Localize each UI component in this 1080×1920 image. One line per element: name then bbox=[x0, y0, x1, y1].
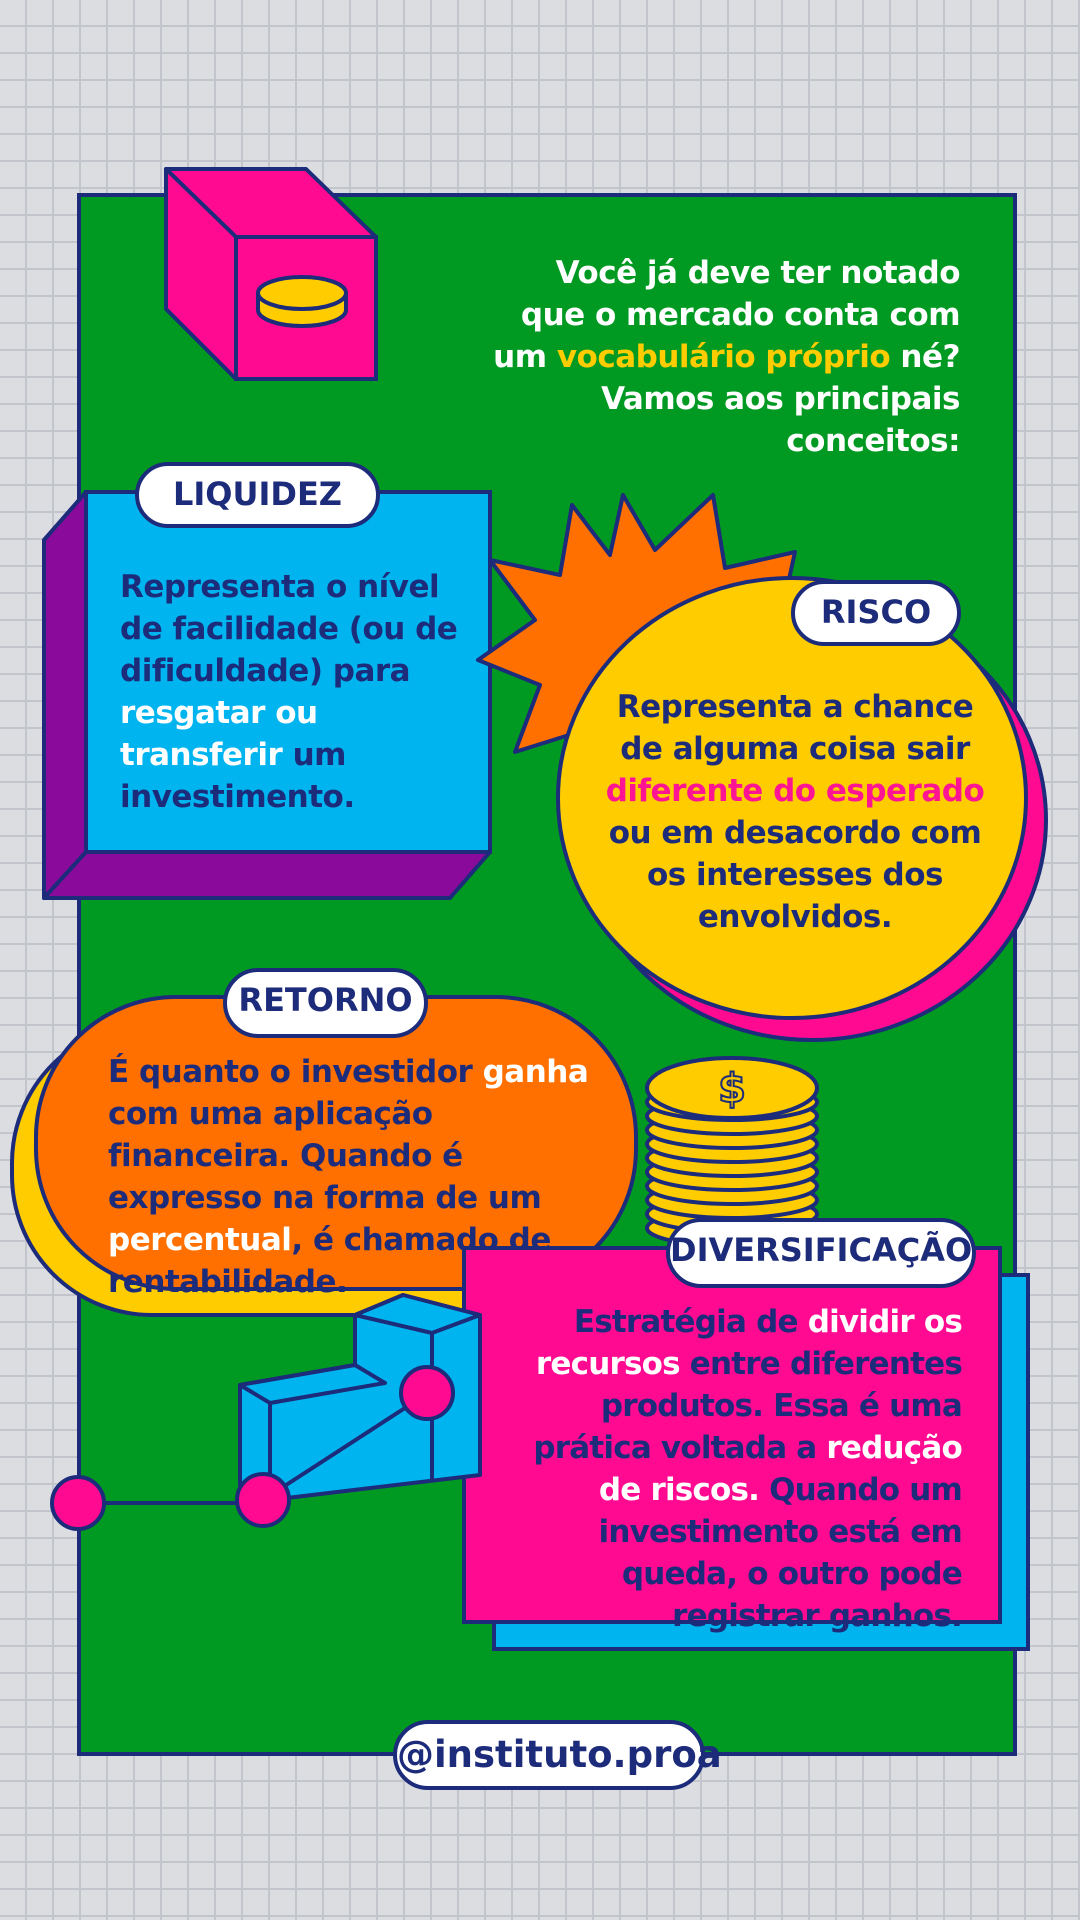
retorno-text: É quanto o investidor ganha com uma apli… bbox=[108, 1051, 608, 1303]
retorno-text-mid: com uma aplicação financeira. Quando é e… bbox=[108, 1096, 542, 1216]
diversificacao-title: DIVERSIFICAÇÃO bbox=[666, 1218, 976, 1288]
diversificacao-text: Estratégia de dividir os recursos entre … bbox=[492, 1301, 962, 1637]
risco-highlight: diferente do esperado bbox=[605, 773, 985, 809]
liquidez-text-end: um investimento. bbox=[120, 737, 355, 815]
div-text-2: entre diferentes produtos. Essa é uma pr… bbox=[533, 1346, 962, 1466]
retorno-title: RETORNO bbox=[223, 968, 428, 1038]
intro-line-3-post: né? bbox=[890, 339, 960, 375]
intro-line-1: Você já deve ter notado bbox=[555, 255, 961, 291]
div-highlight-3: redução de riscos. bbox=[598, 1430, 963, 1508]
intro-line-3-pre: um bbox=[493, 339, 557, 375]
div-text-3: Quando um investimento está em queda, o … bbox=[598, 1472, 963, 1634]
intro-text: Você já deve ter notado que o mercado co… bbox=[460, 252, 960, 462]
retorno-shape bbox=[10, 995, 638, 1317]
risco-text-end: ou em desacordo com os interesses dos en… bbox=[608, 815, 982, 935]
retorno-highlight-2: percentual bbox=[108, 1222, 292, 1258]
svg-text:$: $ bbox=[718, 1066, 746, 1112]
retorno-text-pre: É quanto o investidor bbox=[108, 1054, 483, 1090]
div-highlight-2: os recursos bbox=[535, 1304, 963, 1382]
intro-line-5: conceitos: bbox=[786, 423, 960, 459]
div-highlight-1: dividir bbox=[807, 1304, 915, 1340]
intro-line-3: um vocabulário próprio né? bbox=[460, 336, 960, 378]
risco-text: Representa a chance de alguma coisa sair… bbox=[605, 686, 985, 938]
intro-highlight: vocabulário próprio bbox=[556, 339, 891, 375]
liquidez-box bbox=[42, 490, 492, 900]
intro-line-4: Vamos aos principais bbox=[601, 381, 960, 417]
liquidez-text: Representa o nível de facilidade (ou de … bbox=[120, 566, 475, 818]
pink-cube-coin-icon bbox=[164, 167, 378, 381]
liquidez-title: LIQUIDEZ bbox=[135, 462, 380, 528]
div-text-1: Estratégia de bbox=[573, 1304, 808, 1340]
instagram-handle: @instituto.proa bbox=[393, 1720, 722, 1790]
retorno-highlight-1: ganha bbox=[482, 1054, 589, 1090]
liquidez-text-main: Representa o nível de facilidade (ou de … bbox=[120, 569, 458, 689]
liquidez-highlight: resgatar ou transferir bbox=[120, 695, 318, 773]
risco-text-main: Representa a chance de alguma coisa sair bbox=[616, 689, 974, 767]
coin-stack-dollar-icon: $ bbox=[645, 1056, 819, 1248]
risco-title: RISCO bbox=[791, 580, 961, 646]
intro-line-2: que o mercado conta com bbox=[520, 297, 961, 333]
risco-circle bbox=[556, 576, 1048, 1042]
retorno-text-end: , é chamado de rentabilidade. bbox=[108, 1222, 551, 1300]
blue-block-node-icon bbox=[50, 1293, 482, 1531]
